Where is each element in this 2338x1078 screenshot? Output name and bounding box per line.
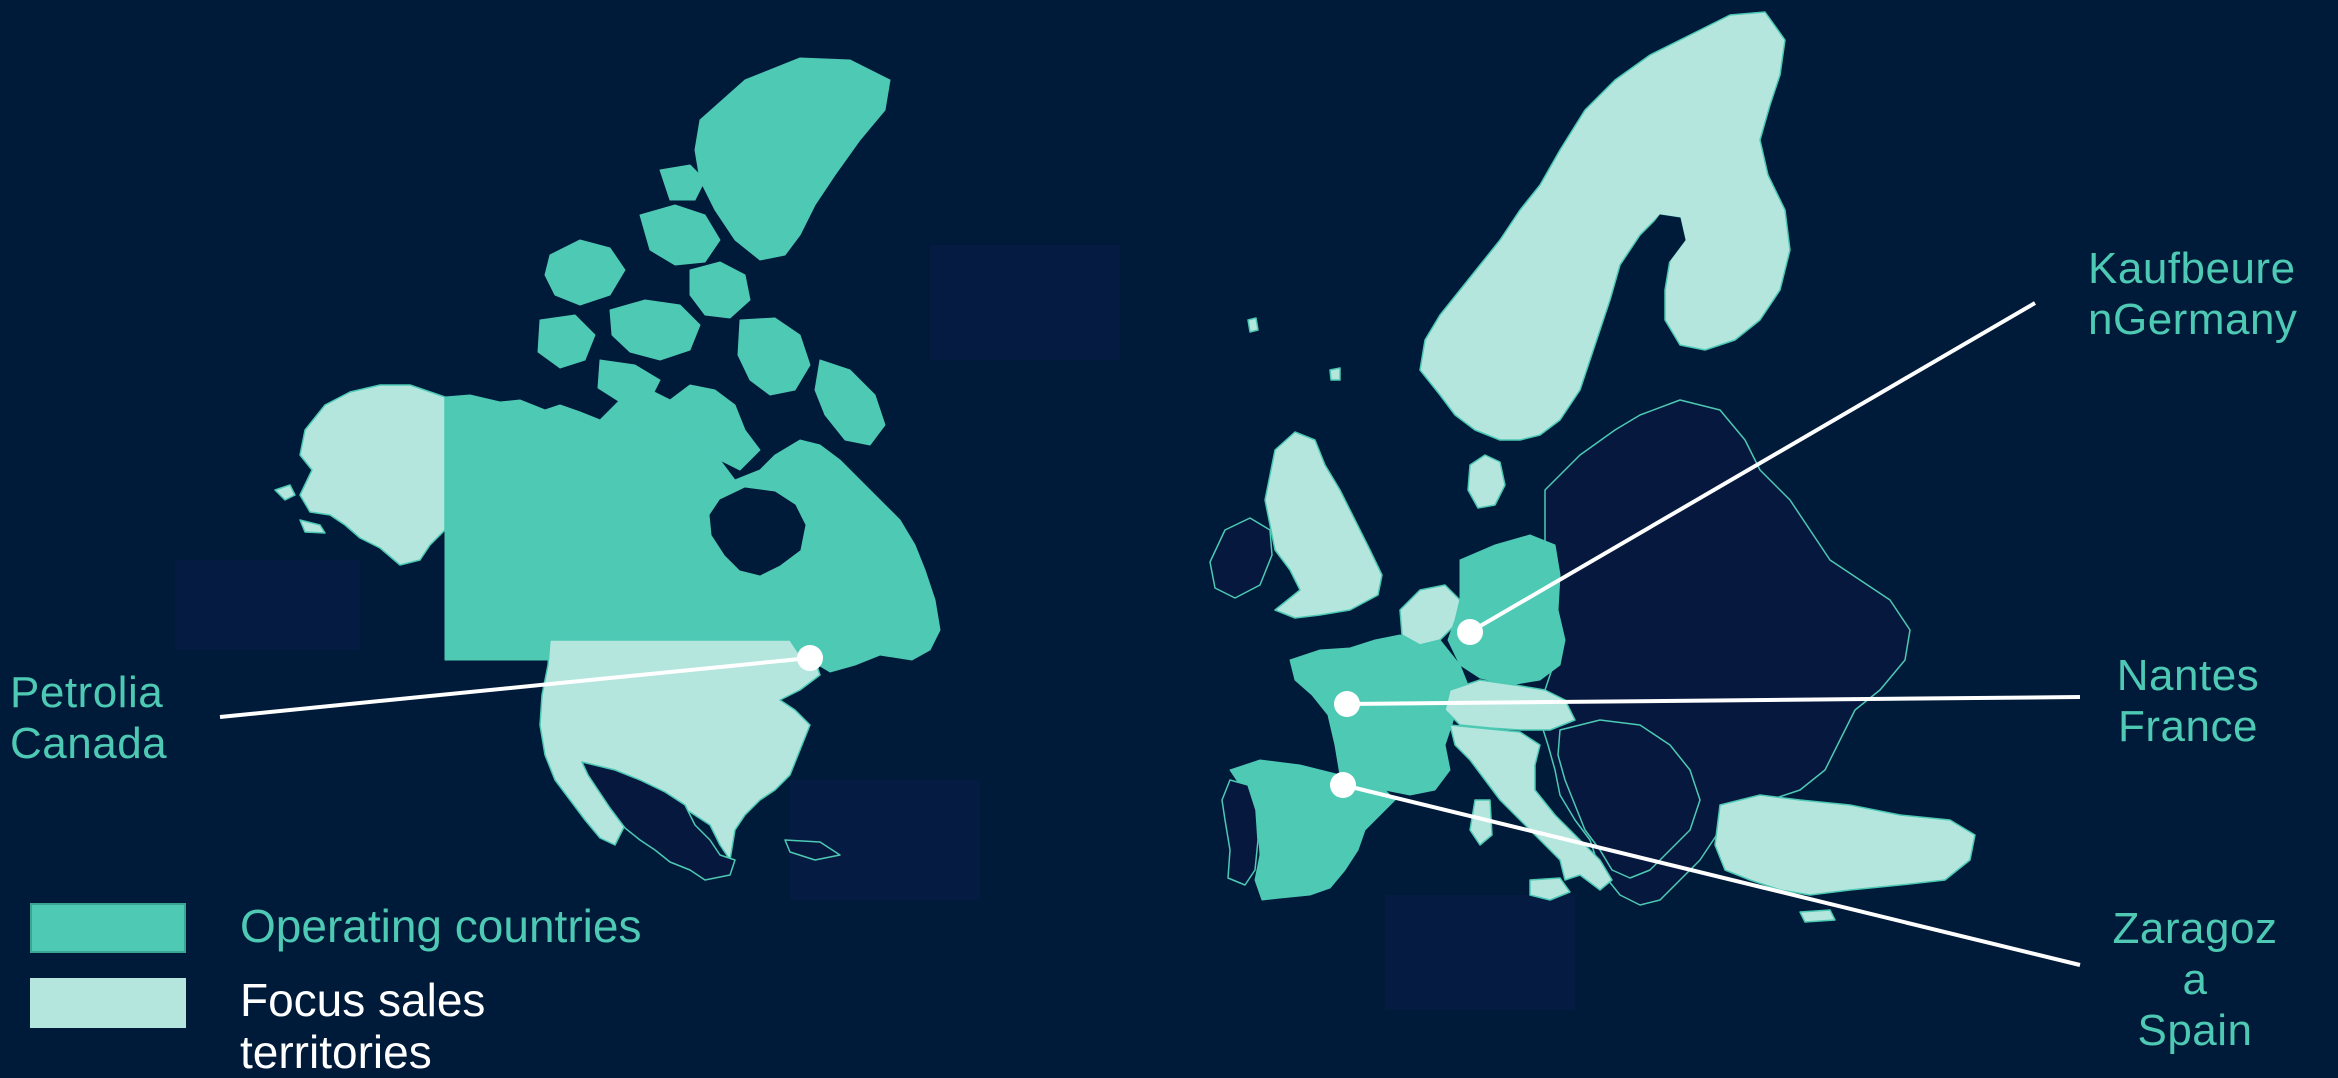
background-decor [175, 245, 1575, 1010]
marker-petrolia[interactable] [797, 645, 823, 671]
legend-label-operating: Operating countries [240, 900, 642, 952]
region-scandinavia[interactable] [1419, 11, 1791, 441]
canadian-arctic-islands [537, 57, 891, 446]
country-italy[interactable] [1449, 724, 1613, 891]
country-cuba [784, 839, 841, 861]
gulf-of-bothnia [1629, 214, 1686, 286]
callout-kaufbeuren-line-2: nGermany [2088, 295, 2298, 344]
callout-nantes-line-2: France [2118, 702, 2258, 751]
callout-nantes: Nantes France [2108, 650, 2268, 752]
leader-kaufbeuren [1468, 301, 2037, 634]
callout-petrolia-line-2: Canada [10, 719, 168, 768]
legend-label-focus-line-2: territories [240, 1026, 432, 1078]
legend-swatch-operating [30, 903, 186, 953]
country-france[interactable] [1289, 634, 1471, 796]
country-ireland[interactable] [1209, 517, 1273, 599]
marker-nantes[interactable] [1334, 691, 1360, 717]
leader-nantes [1346, 695, 2081, 706]
legend-swatch-focus [30, 978, 186, 1028]
country-uk[interactable] [1264, 431, 1383, 619]
island-sardinia [1469, 799, 1493, 846]
callout-kaufbeuren: Kaufbeure nGermany [2088, 243, 2297, 345]
hudson-bay [709, 487, 806, 576]
marker-kaufbeuren[interactable] [1457, 619, 1483, 645]
country-denmark[interactable] [1467, 454, 1506, 509]
leader-petrolia [219, 656, 811, 719]
callout-zaragoza-line-2: a [2182, 955, 2208, 1004]
leader-zaragoza [1342, 783, 2081, 967]
callout-zaragoza: Zaragoz a Spain [2100, 903, 2290, 1056]
island-crete [1799, 909, 1836, 923]
country-mexico[interactable] [581, 761, 736, 881]
country-portugal[interactable] [1221, 779, 1259, 886]
country-alpine[interactable] [1444, 679, 1576, 731]
country-turkey[interactable] [1714, 794, 1976, 896]
region-balkans [1557, 719, 1701, 879]
callout-petrolia-line-1: Petrolia [10, 668, 164, 717]
legend-label-focus-line-1: Focus sales [240, 974, 486, 1026]
callout-nantes-line-1: Nantes [2116, 651, 2260, 700]
state-alaska[interactable] [299, 384, 446, 566]
callout-zaragoza-line-3: Spain [2137, 1006, 2253, 1055]
marker-zaragoza[interactable] [1330, 772, 1356, 798]
alaska-aleutians [274, 484, 326, 534]
callout-zaragoza-line-1: Zaragoz [2112, 904, 2278, 953]
leader-lines [219, 301, 2081, 967]
map-europe [1209, 11, 1976, 923]
map-north-america [274, 57, 941, 881]
location-markers [797, 619, 1483, 798]
legend-label-focus: Focus sales territories [240, 974, 485, 1078]
callout-petrolia: Petrolia Canada [10, 667, 167, 769]
callout-kaufbeuren-line-1: Kaufbeure [2088, 244, 2296, 293]
island-faroe [1247, 317, 1341, 381]
island-sicily [1529, 877, 1571, 901]
